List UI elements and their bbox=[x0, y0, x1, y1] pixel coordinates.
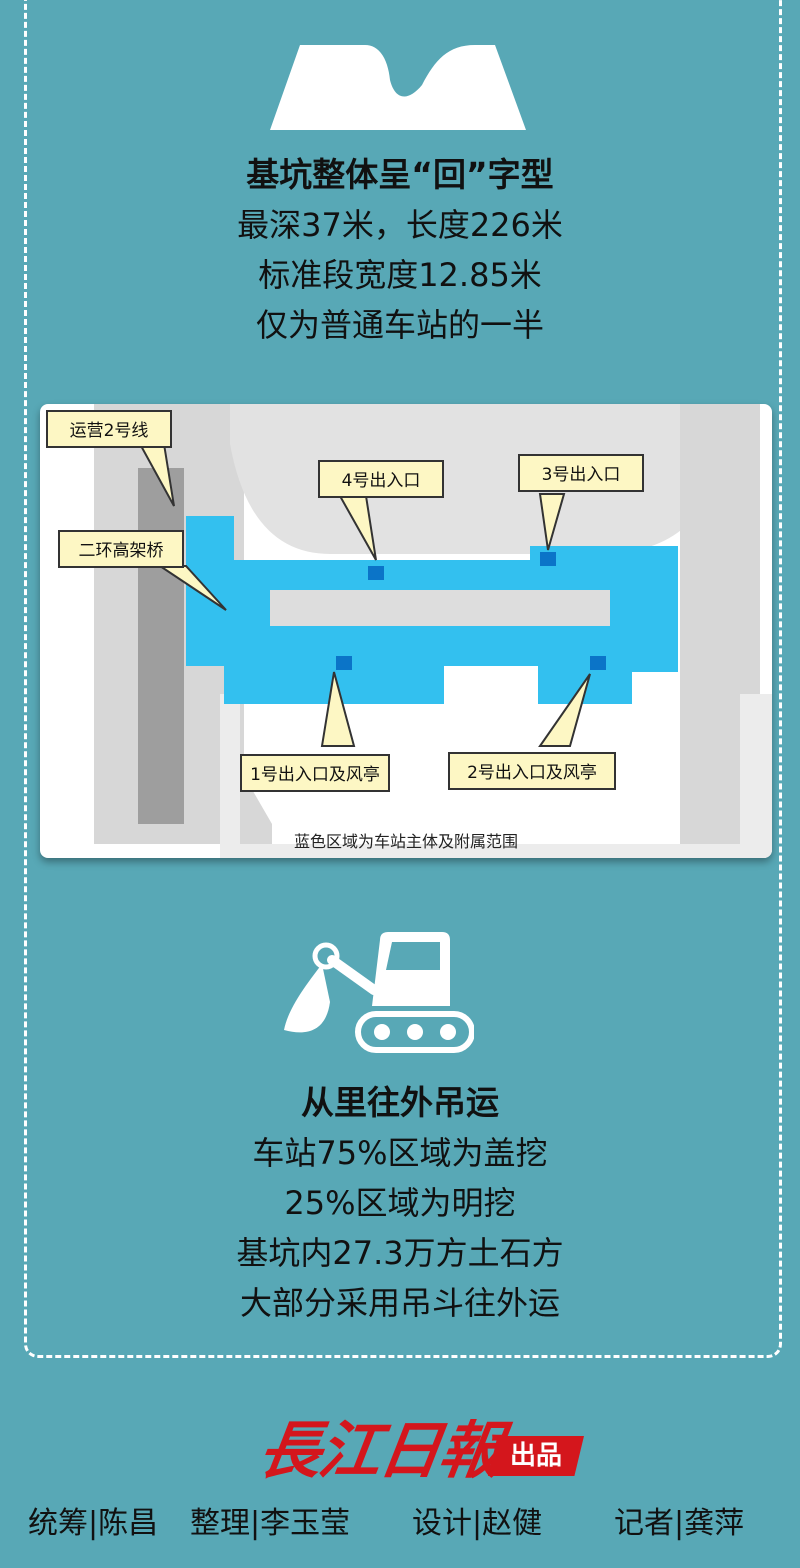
station-inner-void bbox=[270, 590, 610, 626]
station-map-graphic bbox=[94, 404, 772, 858]
credit-designer: 设计|赵健 bbox=[412, 1506, 543, 1541]
exit-4-marker bbox=[368, 566, 384, 580]
credit-coordinator: 统筹|陈昌 bbox=[28, 1506, 159, 1541]
brand-tag: 出品 bbox=[488, 1436, 584, 1476]
excavator-icon bbox=[284, 932, 474, 1053]
road-north bbox=[230, 404, 710, 554]
section-1-heading: 基坑整体呈“回”字型 bbox=[246, 155, 554, 194]
dashed-frame bbox=[24, 0, 782, 1358]
section-1-line-3: 仅为普通车站的一半 bbox=[255, 306, 544, 344]
section-2-line-3: 基坑内27.3万方土石方 bbox=[236, 1234, 564, 1272]
section-1-text: 基坑整体呈“回”字型 最深37米，长度226米 标准段宽度12.85米 仅为普通… bbox=[0, 150, 800, 350]
pointer-exit3 bbox=[538, 493, 566, 551]
label-exit2: 2号出入口及风亭 bbox=[448, 752, 616, 790]
section-2-line-2: 25%区域为明挖 bbox=[284, 1184, 516, 1222]
section-1-line-1: 最深37米，长度226米 bbox=[237, 206, 563, 244]
exit-3-marker bbox=[540, 552, 556, 566]
section-1-line-2: 标准段宽度12.85米 bbox=[258, 256, 542, 294]
section-2-line-4: 大部分采用吊斗往外运 bbox=[239, 1284, 560, 1322]
pointer-exit1 bbox=[320, 671, 356, 747]
section-2-heading: 从里往外吊运 bbox=[301, 1083, 499, 1122]
station-map: 运营2号线 二环高架桥 4号出入口 3号出入口 1号出入口及风亭 2号出入口及风… bbox=[40, 404, 772, 858]
exit-1-marker bbox=[336, 656, 352, 670]
pointer-exit2 bbox=[538, 673, 591, 747]
label-bridge: 二环高架桥 bbox=[58, 530, 184, 568]
label-line2: 运营2号线 bbox=[46, 410, 172, 448]
credits: 统筹|陈昌 整理|李玉莹 设计|赵健 记者|龚萍 bbox=[0, 1498, 800, 1548]
ring-road-bridge bbox=[138, 468, 184, 824]
credit-editor: 整理|李玉莹 bbox=[190, 1506, 351, 1541]
label-exit3: 3号出入口 bbox=[518, 454, 644, 492]
section-2-line-1: 车站75%区域为盖挖 bbox=[252, 1134, 548, 1172]
label-exit4: 4号出入口 bbox=[318, 460, 444, 498]
map-caption: 蓝色区域为车站主体及附属范围 bbox=[293, 832, 518, 851]
section-2-text: 从里往外吊运 车站75%区域为盖挖 25%区域为明挖 基坑内27.3万方土石方 … bbox=[0, 1078, 800, 1328]
brand-logo: 長江日報 bbox=[254, 1414, 505, 1487]
exit-2-marker bbox=[590, 656, 606, 670]
label-exit1: 1号出入口及风亭 bbox=[240, 754, 390, 792]
credit-reporter: 记者|龚萍 bbox=[614, 1506, 745, 1541]
pit-icon bbox=[270, 45, 526, 130]
